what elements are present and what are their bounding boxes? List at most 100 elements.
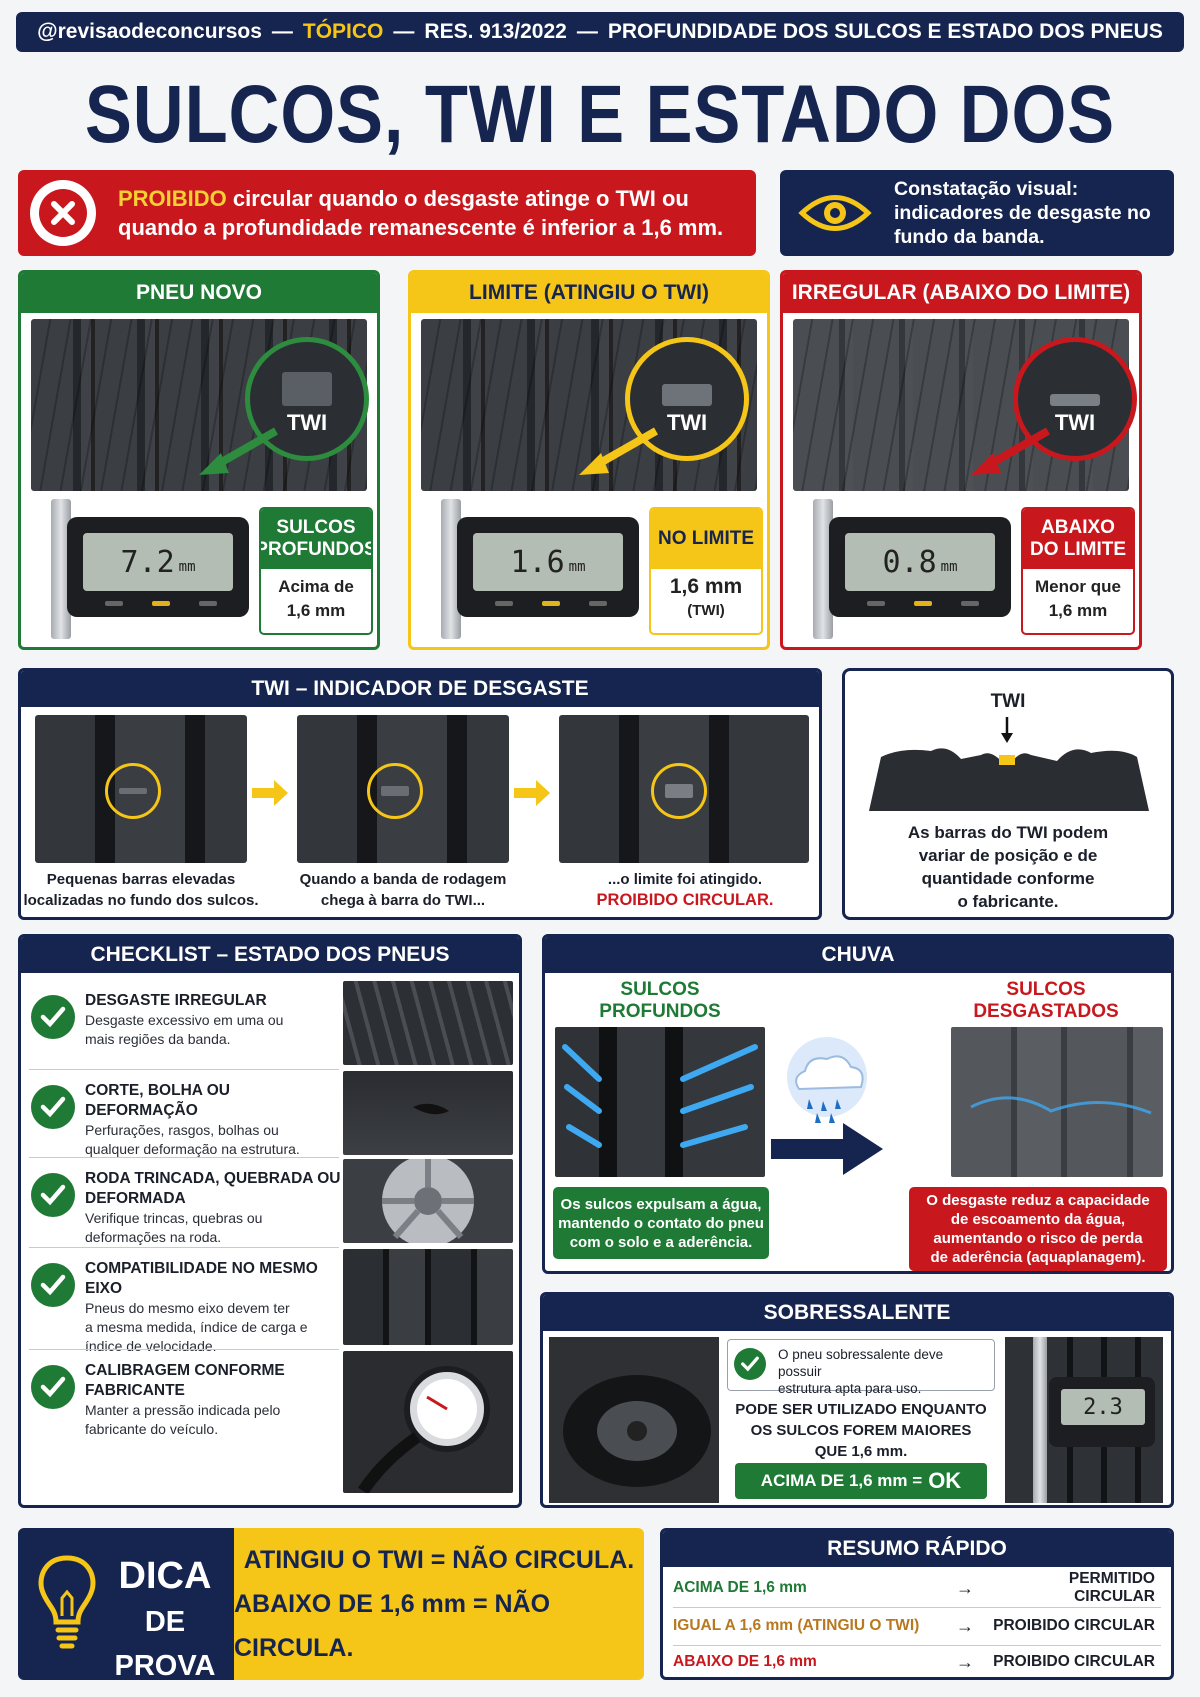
checklist-item-desc: fabricante do veículo. [85,1421,219,1437]
twi-photo-step-1 [35,715,247,863]
twi-label: TWI [666,410,708,435]
separator: — [576,20,598,43]
label-line: SULCOS [1006,979,1086,1000]
twi-photo-step-3 [559,715,809,863]
separator: — [271,20,293,43]
tip-word1: DICA [118,1555,212,1597]
ok-label: ACIMA DE 1,6 mm = [760,1471,923,1490]
caption-line: chega à barra do TWI... [320,892,486,909]
checklist-item-desc: Manter a pressão indicada pelo [85,1402,281,1418]
tip-line: ATINGIU O TWI = NÃO CIRCULA. [243,1546,635,1574]
card-title: PNEU NOVO [21,273,377,313]
checklist-item: COMPATIBILIDADE NO MESMO EIXO Pneus do me… [21,1247,341,1354]
spare-tire-rule: PODE SER UTILIZADO ENQUANTO OS SULCOS FO… [727,1399,995,1462]
label-line: SULCOS [620,979,700,1000]
summary-result: PERMITIDO CIRCULAR [1068,1570,1155,1605]
wheel-rim-photo [343,1159,513,1243]
separator: — [393,20,415,43]
arrow-icon [971,427,1050,475]
caption-line: localizadas no fundo dos sulcos. [23,892,259,909]
section-title: TWI – INDICADOR DE DESGASTE [21,671,819,707]
twi-label: TWI [286,410,328,435]
eye-icon [798,195,872,231]
verdict-title: ABAIXO DO LIMITE [1023,509,1133,569]
caption-line-warning: PROIBIDO CIRCULAR. [596,891,774,909]
subject: PROFUNDIDADE DOS SULCOS E ESTADO DOS PNE… [607,20,1163,43]
checklist-item-desc: Verifique trincas, quebras ou [85,1210,263,1226]
twi-caption-2: Quando a banda de rodagem chega à barra d… [283,869,523,911]
checklist-section: CHECKLIST – ESTADO DOS PNEUS DESGASTE IR… [18,934,522,1508]
prohibition-highlight: PROIBIDO [118,186,227,211]
checklist-item-desc: índice de velocidade. [85,1338,217,1354]
card-title: LIMITE (ATINGIU O TWI) [411,273,767,313]
yellow-arrow-icon [514,780,550,806]
rain-cloud-icon [787,1037,867,1123]
checklist-item-desc: Pneus do mesmo eixo devem ter [85,1300,290,1316]
gauge-unit: mm [178,559,196,575]
card-title: IRREGULAR (ABAIXO DO LIMITE) [783,273,1139,313]
ok-badge: ACIMA DE 1,6 mm =OK [735,1463,987,1499]
caption-line: com o solo e a aderência. [569,1233,753,1251]
checklist-item-title: COMPATIBILIDADE NO MESMO EIXO [85,1260,318,1297]
check-icon [31,1263,75,1307]
caption-line: Os sulcos expulsam a água, [560,1195,762,1213]
prohibition-text: PROIBIDO circular quando o desgaste atin… [118,184,723,242]
gauge-unit: mm [940,559,958,575]
caption-line: de escoamento da água, [950,1211,1126,1228]
caption-line: de aderência (aquaplanagem). [930,1249,1146,1266]
quick-summary-table: RESUMO RÁPIDO ACIMA DE 1,6 mm→PERMITIDO … [660,1528,1174,1680]
gauge-reading: 0.8 [882,544,937,580]
checklist-item: RODA TRINCADA, QUEBRADA OU DEFORMADA Veri… [21,1157,341,1245]
handle: @revisaodeconcursos [37,20,262,43]
caption-line: Quando a banda de rodagem [299,871,507,888]
spare-tire-note: O pneu sobressalente deve possuir estrut… [727,1339,995,1396]
check-icon [31,1365,75,1409]
caption-line: ...o limite foi atingido. [607,871,763,888]
arrow-icon [579,427,658,475]
tread-cross-section-diagram [869,717,1149,811]
check-icon [31,1085,75,1129]
twi-indicator-section: TWI – INDICADOR DE DESGASTE Pequenas bar… [18,668,822,920]
check-icon [734,1348,766,1380]
prohibition-banner: PROIBIDO circular quando o desgaste atin… [18,170,756,256]
summary-result: PROIBIDO CIRCULAR [993,1653,1155,1670]
note-line: estrutura apta para uso. [778,1381,922,1396]
summary-row: IGUAL A 1,6 mm (ATINGIU O TWI)→PROIBIDO … [673,1609,1161,1643]
prohibited-icon [30,180,96,246]
checklist-item-title: CALIBRAGEM CONFORME FABRICANTE [85,1362,285,1399]
resolution: RES. 913/2022 [424,20,567,43]
verdict-desc: (TWI) [687,602,725,619]
section-title: SOBRESSALENTE [543,1295,1171,1331]
verdict-box: NO LIMITE 1,6 mm(TWI) [649,507,763,635]
gauge-reading: 1.6 [510,544,565,580]
note-line: O pneu sobressalente deve possuir [778,1347,944,1379]
section-title: CHECKLIST – ESTADO DOS PNEUS [21,937,519,973]
worn-grooves-photo [951,1027,1163,1177]
rule-line: PODE SER UTILIZADO ENQUANTO [735,1401,987,1418]
label-line: PROFUNDOS [599,1001,721,1022]
verdict-desc: 1,6 mm [1048,601,1108,620]
topic-label: TÓPICO [302,20,384,43]
check-icon [31,1173,75,1217]
checklist-item-title: RODA TRINCADA, QUEBRADA OU DEFORMADA [85,1170,341,1207]
rule-line: OS SULCOS FOREM MAIORES [750,1422,972,1439]
checklist-item-title: DESGASTE IRREGULAR [85,992,267,1009]
verdict-title: SULCOS PROFUNDOS [261,509,371,569]
spare-tire-section: SOBRESSALENTE O pneu sobressalente deve … [540,1292,1174,1508]
verdict-desc: 1,6 mm [286,601,346,620]
same-axle-tires-photo [343,1249,513,1345]
summary-condition: ABAIXO DE 1,6 mm [673,1653,817,1670]
checklist-item-desc: deformações na roda. [85,1229,222,1245]
